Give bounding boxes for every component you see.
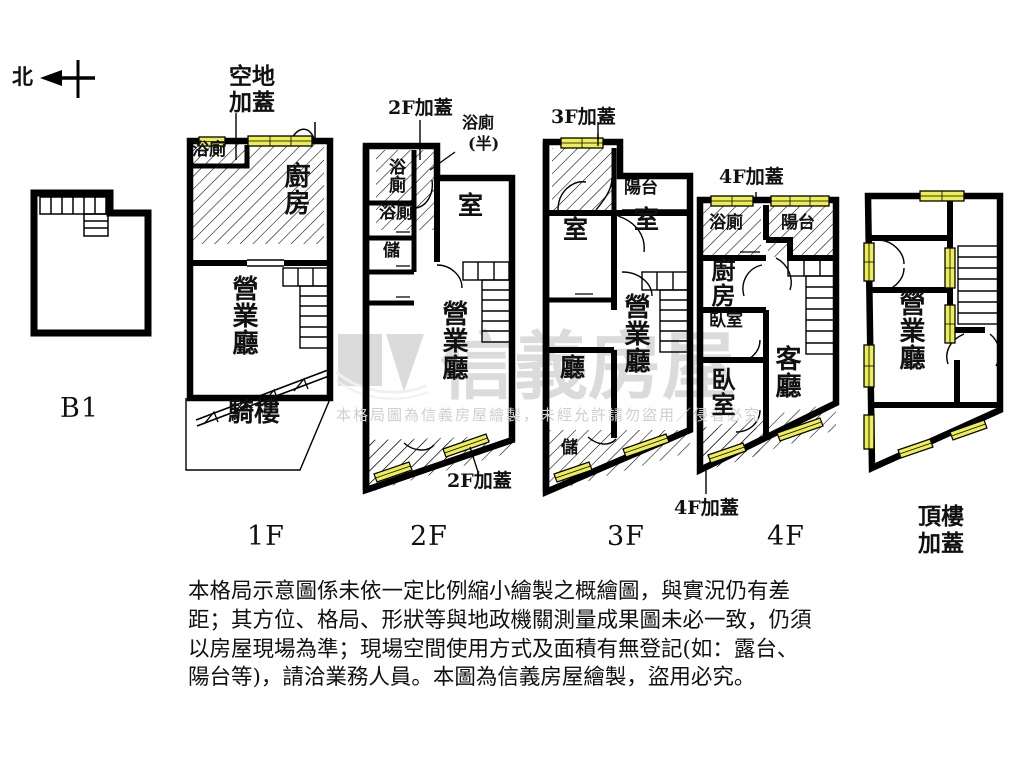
annotation-4f-jiagai-bottom: 4F加蓋 <box>674 497 739 519</box>
window <box>553 137 670 483</box>
watermark-logo: 信義房屋 <box>335 324 736 410</box>
room-label-4f-bedroom-1: 臥室 <box>709 311 743 331</box>
floor-label-roof-line2: 加蓋 <box>918 530 964 557</box>
annotation-2f-jiagai-bottom: 2F加蓋 <box>447 470 512 492</box>
disclaimer-line-4: 陽台等)，請洽業務人員。本圖為信義房屋繪製，盜用必究。 <box>188 665 756 691</box>
arcade-edge <box>195 369 330 427</box>
room-label-2f-bath-1: 浴廁 <box>385 158 405 194</box>
room-label-1f-arcade: 騎樓 <box>228 398 281 428</box>
stair-3f <box>641 271 689 353</box>
floor-label-b1: B1 <box>60 393 100 424</box>
room-label-4f-bath: 浴廁 <box>709 213 743 233</box>
plan-3f <box>542 122 694 497</box>
room-label-2f-storage: 儲 <box>383 241 400 261</box>
room-label-4f-balcony: 陽台 <box>781 213 815 233</box>
room-label-4f-kitchen: 廚房 <box>707 258 736 308</box>
floor-label-2f: 2F <box>410 521 448 552</box>
room-label-roof-hall: 營業廳 <box>895 290 925 371</box>
room-label-2f-room: 室 <box>458 191 484 220</box>
room-label-1f-bath: 浴廁 <box>192 140 226 160</box>
room-label-3f-living: 廳 <box>560 353 586 382</box>
room-label-4f-living: 客廳 <box>771 345 801 399</box>
room-label-1f-kitchen: 廚房 <box>280 162 310 216</box>
plan-2f <box>362 120 516 495</box>
disclaimer-line-1: 本格局示意圖係未依一定比例縮小繪製之概繪圖，與實況仍有差 <box>188 579 791 604</box>
annotation-2f-half-bath: 浴廁 <box>462 113 495 132</box>
north-label: 北 <box>12 64 33 89</box>
stair-roof <box>957 245 1001 325</box>
annotation-2f-jiagai-top: 2F加蓋 <box>388 97 453 119</box>
annotation-3f-jiagai: 3F加蓋 <box>551 106 616 128</box>
annotation-2f-half-bath-suffix: (半) <box>468 134 500 153</box>
stair-4f <box>787 257 837 355</box>
stair-2f <box>462 261 511 343</box>
room-label-2f-bath-2: 浴廁 <box>379 203 413 223</box>
stair-b1 <box>39 196 109 237</box>
room-label-3f-balcony: 陽台 <box>624 178 658 198</box>
window <box>373 433 490 483</box>
disclaimer-line-3: 以房屋現場為準；現場空間使用方式及面積有無登記(如：露台、 <box>188 636 799 662</box>
window <box>863 190 988 459</box>
window <box>707 195 830 464</box>
disclaimer-block: 本格局示意圖係未依一定比例縮小繪製之概繪圖，與實況仍有差 距；其方位、格局、形狀… <box>188 578 894 693</box>
room-label-2f-hall: 營業廳 <box>438 300 468 381</box>
annotation-kongdi-jiagai: 空地 加蓋 <box>229 63 275 117</box>
room-label-4f-bedroom-2: 臥室 <box>707 367 736 417</box>
room-label-3f-storage: 儲 <box>561 438 578 458</box>
floor-label-3f: 3F <box>607 521 645 552</box>
annotation-4f-jiagai-top: 4F加蓋 <box>719 166 784 188</box>
room-label-1f-hall: 營業廳 <box>228 275 258 356</box>
plan-1f <box>185 113 334 471</box>
room-label-3f-hall: 營業廳 <box>620 293 650 374</box>
north-arrow-icon <box>40 60 95 98</box>
stair-1f <box>282 267 329 349</box>
svg-text:信義房屋: 信義房屋 <box>440 324 736 410</box>
plan-4f <box>696 192 840 494</box>
floor-label-roof-line1: 頂樓 <box>918 503 964 530</box>
disclaimer-line-2: 距；其方位、格局、形狀等與地政機關測量成果圖未必一致，仍須 <box>188 607 812 633</box>
window <box>198 135 313 147</box>
floor-label-1f: 1F <box>247 521 285 552</box>
room-label-3f-room-2: 室 <box>634 205 660 234</box>
plan-b1 <box>30 189 152 337</box>
plan-roof <box>863 190 1004 474</box>
room-label-3f-room-1: 室 <box>563 215 589 244</box>
floor-label-4f: 4F <box>767 521 805 552</box>
